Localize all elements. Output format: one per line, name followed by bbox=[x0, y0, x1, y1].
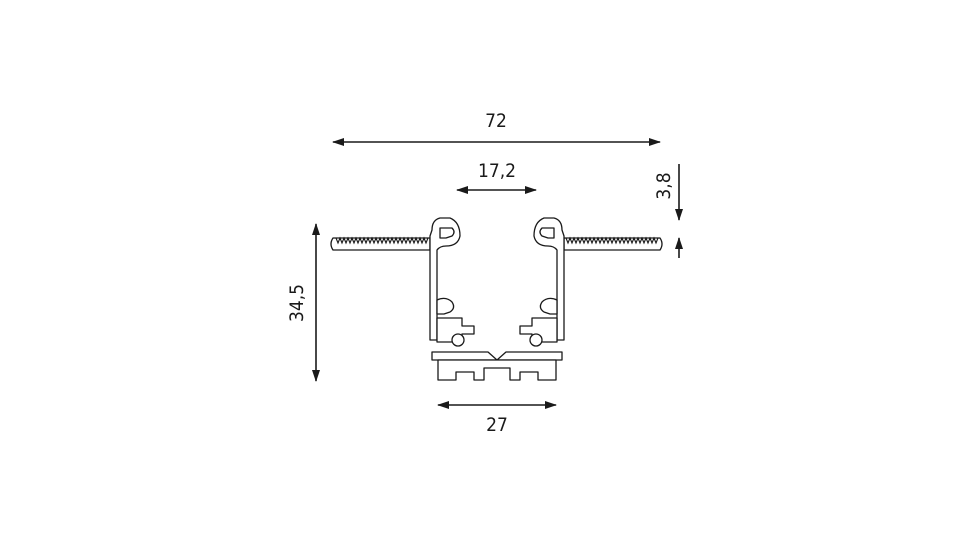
dimension-flange-thickness: 3,8 bbox=[653, 164, 683, 258]
left-mid-clip bbox=[436, 297, 455, 315]
dimension-inner-width: 17,2 bbox=[456, 160, 537, 194]
left-lower-step bbox=[436, 317, 475, 343]
right-wall bbox=[533, 217, 565, 341]
channel-floor bbox=[431, 351, 563, 361]
dimension-overall-width: 72 bbox=[332, 110, 661, 146]
left-boss bbox=[451, 333, 465, 347]
right-flange-teeth bbox=[565, 236, 659, 245]
dimension-height: 34,5 bbox=[286, 223, 320, 382]
label-base-width: 27 bbox=[486, 414, 508, 436]
right-hook-inner bbox=[539, 227, 555, 239]
label-inner-width: 17,2 bbox=[478, 160, 516, 182]
dimension-base-width: 27 bbox=[437, 401, 557, 436]
base-feet bbox=[437, 359, 557, 381]
label-overall-width: 72 bbox=[485, 110, 507, 132]
right-boss bbox=[529, 333, 543, 347]
label-height: 34,5 bbox=[286, 284, 308, 322]
left-flange-teeth bbox=[335, 236, 429, 245]
left-wall bbox=[429, 217, 461, 341]
left-hook-inner bbox=[439, 227, 455, 239]
right-mid-clip bbox=[539, 297, 558, 315]
right-lower-step bbox=[519, 317, 558, 343]
profile-cross-section bbox=[330, 217, 663, 381]
label-flange-thickness: 3,8 bbox=[653, 172, 675, 199]
